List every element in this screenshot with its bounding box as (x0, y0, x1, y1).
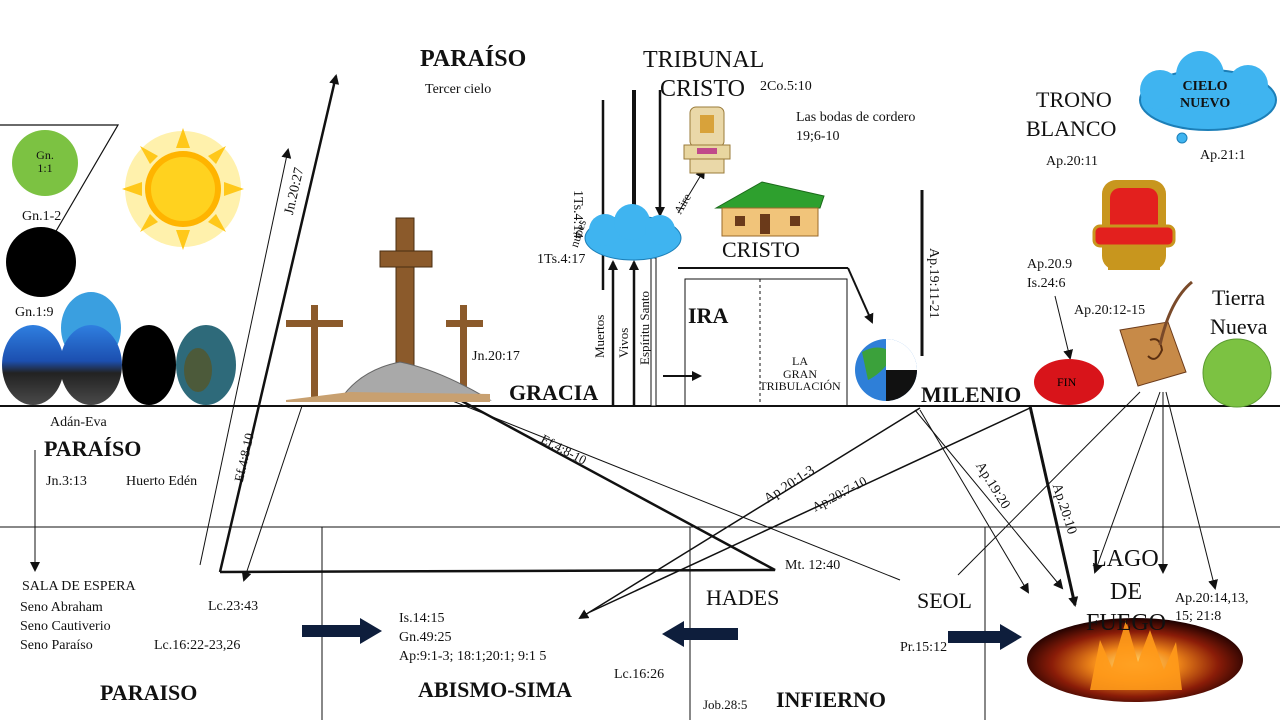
cielo-nuevo-line1: CIELO (1182, 79, 1228, 94)
descent-line (219, 363, 776, 574)
gracia-label: GRACIA (509, 380, 599, 405)
book-to-ap2014 (1165, 391, 1218, 590)
ef48-mid-line (399, 379, 901, 581)
jn313-label: Jn.3:13 (46, 474, 87, 489)
book-to-seol (957, 391, 1141, 576)
vivos-label: Vivos (616, 327, 631, 358)
ap1911-label: Ap.19:11-21 (926, 248, 941, 319)
pr1512-label: Pr.15:12 (900, 640, 948, 655)
gn4925-label: Gn.49:25 (399, 630, 452, 645)
abismo-title: ABISMO-SIMA (418, 677, 573, 702)
sala-espera-label: SALA DE ESPERA (22, 579, 136, 594)
ref-2co-label: 2Co.5:10 (760, 79, 812, 94)
jn2027-arrow-1 (218, 74, 340, 573)
lago-line3: FUEGO (1086, 610, 1167, 636)
left-arrow (662, 621, 738, 647)
seno-paraiso-label: Seno Paraíso (20, 638, 93, 653)
ap2012-label: Ap.20:12-15 (1074, 303, 1146, 318)
gn11-label: Gn. 1:1 (36, 148, 54, 175)
milenio-label: MILENIO (921, 382, 1022, 407)
jn2017-label: Jn.20:17 (472, 349, 520, 364)
throne-icon (683, 106, 731, 174)
white-throne-icon (1092, 180, 1176, 270)
lago-line2: DE (1110, 579, 1142, 605)
jn2027-arrow-2 (199, 148, 292, 566)
lc1626-label: Lc.16:26 (614, 667, 665, 682)
earth-green-circle (12, 130, 78, 196)
trono-line1: TRONO (1036, 87, 1112, 112)
seol-label: SEOL (917, 588, 972, 613)
cristo-mid-label: CRISTO (722, 237, 800, 262)
fin-label: FIN (1057, 375, 1077, 389)
three-crosses (286, 217, 492, 402)
adan-eva-label: Adán-Eva (50, 415, 107, 430)
hades-label: HADES (706, 585, 780, 610)
seno-abraham-label: Seno Abraham (20, 600, 103, 615)
tierra-nueva-line1: Tierra (1212, 285, 1265, 310)
fin-ellipse (1034, 359, 1104, 405)
ap20710-line (589, 407, 1031, 613)
ap2013-line (578, 407, 921, 620)
bodas-line2: 19;6-10 (796, 129, 840, 144)
tercer-cielo-label: Tercer cielo (425, 82, 492, 97)
ap211-label: Ap.21:1 (1200, 148, 1246, 163)
ap2014-label: Ap.20:14,13, 15; 21:8 (1175, 591, 1249, 624)
earth-water-eggs (2, 292, 236, 405)
mt1240-label: Mt. 12:40 (785, 558, 841, 573)
gn19-label: Gn.1:9 (15, 305, 54, 320)
tribulation-box (684, 278, 848, 407)
infierno-title: INFIERNO (776, 687, 887, 712)
cristo-top-label: CRISTO (660, 76, 745, 102)
ts417-label: 1Ts.4:17 (537, 252, 586, 267)
ap91-label: Ap:9:1-3; 18:1;20:1; 9:1 5 (399, 649, 547, 664)
lc2343-label: Lc.23:43 (208, 599, 259, 614)
paraiso-left-title: PARAÍSO (44, 436, 142, 461)
is246-label: Is.24:6 (1027, 276, 1066, 291)
book-icon (1119, 280, 1193, 387)
lc16-label: Lc.16:22-23,26 (154, 638, 241, 653)
ef48-left-arrow (241, 405, 303, 582)
bodas-line1: Las bodas de cordero (796, 110, 916, 125)
seno-cautiverio-label: Seno Cautiverio (20, 619, 111, 634)
right-arrow-2 (948, 624, 1022, 650)
job285-label: Job.28:5 (703, 697, 748, 712)
paraiso-bottom-title: PARAISO (100, 680, 198, 705)
huerto-label: Huerto Edén (126, 474, 198, 489)
ira-corner-arrow (847, 267, 874, 324)
new-heaven-cloud (1139, 51, 1277, 144)
gn12-label: Gn.1-2 (22, 209, 62, 224)
ap209-label: Ap.20.9 (1027, 257, 1073, 272)
cloud-icon (584, 204, 682, 261)
right-arrow-1 (302, 618, 382, 644)
book-to-lago-1 (1093, 391, 1161, 574)
ap2010-line (1028, 405, 1079, 607)
paraiso-top-title: PARAÍSO (420, 46, 527, 72)
sun-icon (122, 128, 244, 250)
aire-arrow (677, 168, 706, 214)
espiritu-label: Espíritu Santo (637, 290, 652, 365)
new-earth-circle (1202, 338, 1272, 408)
tierra-nueva-line2: Nueva (1210, 314, 1268, 339)
lake-of-fire-icon (1027, 618, 1243, 702)
ap1920-line (919, 409, 1030, 594)
lago-line1: LAGO (1092, 546, 1159, 572)
is1415-label: Is.14:15 (399, 611, 445, 626)
ap2011-label: Ap.20:11 (1046, 154, 1098, 169)
muertos-label: Muertos (592, 314, 607, 358)
fin-arrow (1054, 295, 1073, 360)
trono-line2: BLANCO (1026, 116, 1117, 141)
gran-tribulacion-label: LA GRAN TRIBULACIÓN (759, 354, 841, 394)
cielo-nuevo-line2: NUEVO (1180, 96, 1231, 111)
house-icon (714, 181, 825, 237)
ap1920-line-2 (914, 409, 1064, 590)
globe-icon (855, 339, 917, 401)
ira-label: IRA (688, 303, 729, 328)
tribunal-label: TRIBUNAL (643, 47, 765, 73)
creation-bracket (0, 124, 120, 240)
darkness-circle (6, 227, 76, 297)
